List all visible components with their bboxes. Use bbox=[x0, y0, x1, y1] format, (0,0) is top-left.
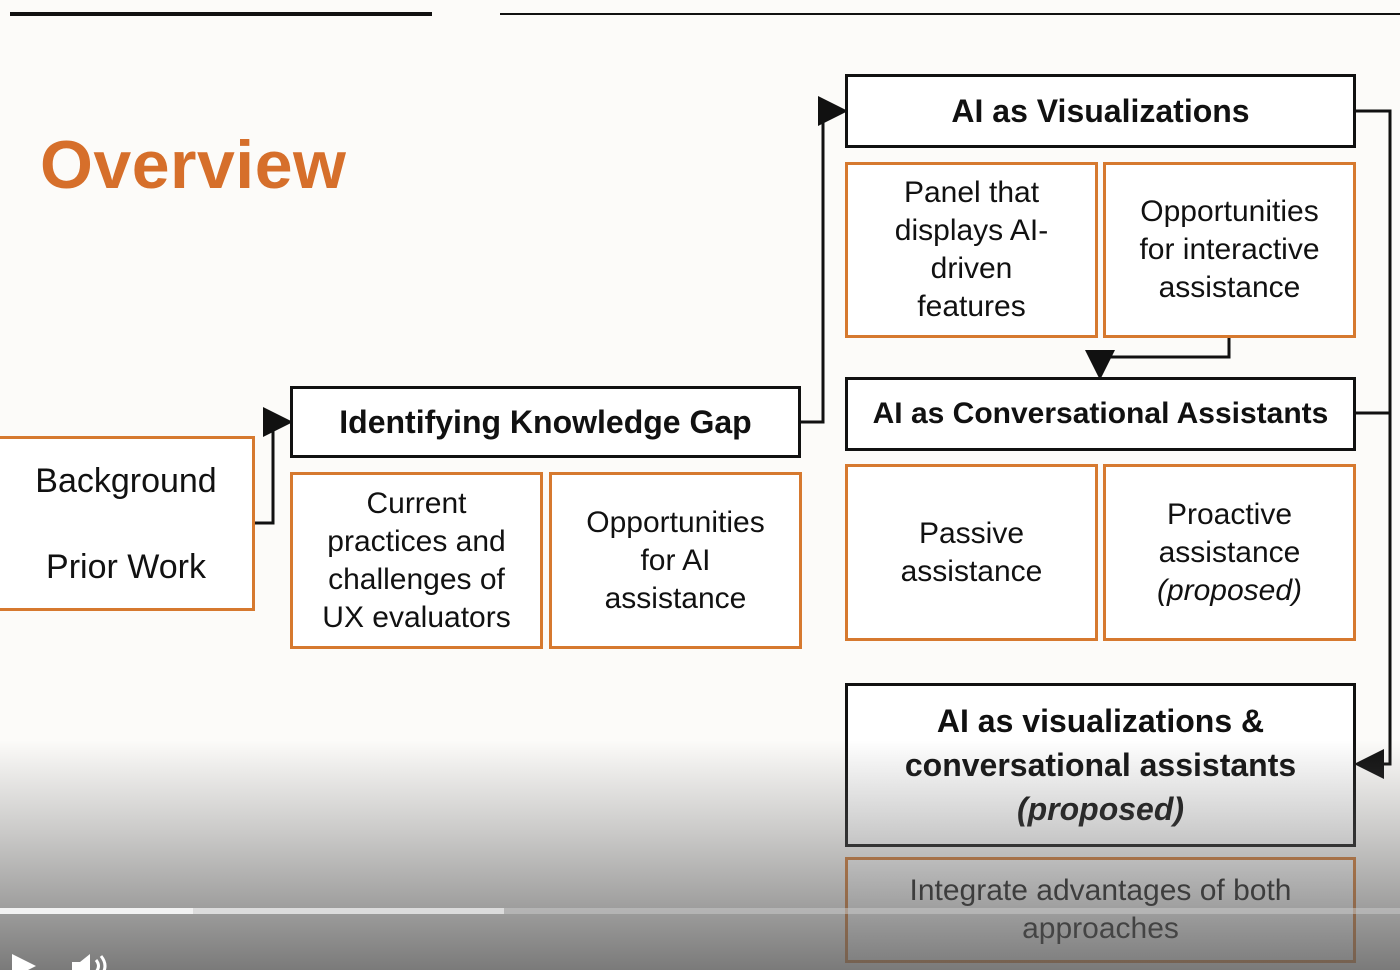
play-icon[interactable] bbox=[10, 952, 40, 970]
connector-right-bracket bbox=[1354, 109, 1392, 779]
top-rule-left bbox=[10, 12, 432, 16]
knowledge-gap-item-2: Opportunities for AI assistance bbox=[549, 472, 802, 649]
connector-gap-to-visualizations bbox=[800, 96, 848, 424]
combined-header-line1: AI as visualizations & bbox=[936, 703, 1265, 739]
progress-bar[interactable] bbox=[0, 908, 1400, 914]
top-rule-right bbox=[500, 13, 1400, 15]
connector-visualizations-to-conversational bbox=[1085, 337, 1231, 380]
visualizations-item-2: Opportunities for interactive assistance bbox=[1103, 162, 1356, 338]
combined-header-line2: conversational assistants bbox=[904, 747, 1297, 783]
combined-header: AI as visualizations & conversational as… bbox=[845, 683, 1356, 847]
conversational-header: AI as Conversational Assistants bbox=[845, 377, 1356, 451]
conversational-item-1: Passive assistance bbox=[845, 464, 1098, 641]
progress-buffered bbox=[0, 908, 504, 914]
knowledge-gap-header: Identifying Knowledge Gap bbox=[290, 386, 801, 458]
knowledge-gap-item-1: Current practices and challenges of UX e… bbox=[290, 472, 543, 649]
combined-header-line3: (proposed) bbox=[1016, 791, 1185, 827]
background-label: Background bbox=[35, 461, 217, 500]
volume-icon[interactable] bbox=[70, 952, 114, 970]
visualizations-header: AI as Visualizations bbox=[845, 74, 1356, 148]
proactive-assistance-label: Proactive assistance bbox=[1158, 497, 1301, 569]
progress-played bbox=[0, 908, 194, 914]
slide-title: Overview bbox=[40, 127, 347, 203]
proposed-label: (proposed) bbox=[1156, 573, 1303, 607]
prior-work-label: Prior Work bbox=[46, 547, 206, 586]
visualizations-item-1: Panel that displays AI-driven features bbox=[845, 162, 1098, 338]
connector-background-to-gap bbox=[254, 407, 293, 525]
background-box: Background Prior Work bbox=[0, 436, 255, 611]
conversational-item-2: Proactive assistance (proposed) bbox=[1103, 464, 1356, 641]
